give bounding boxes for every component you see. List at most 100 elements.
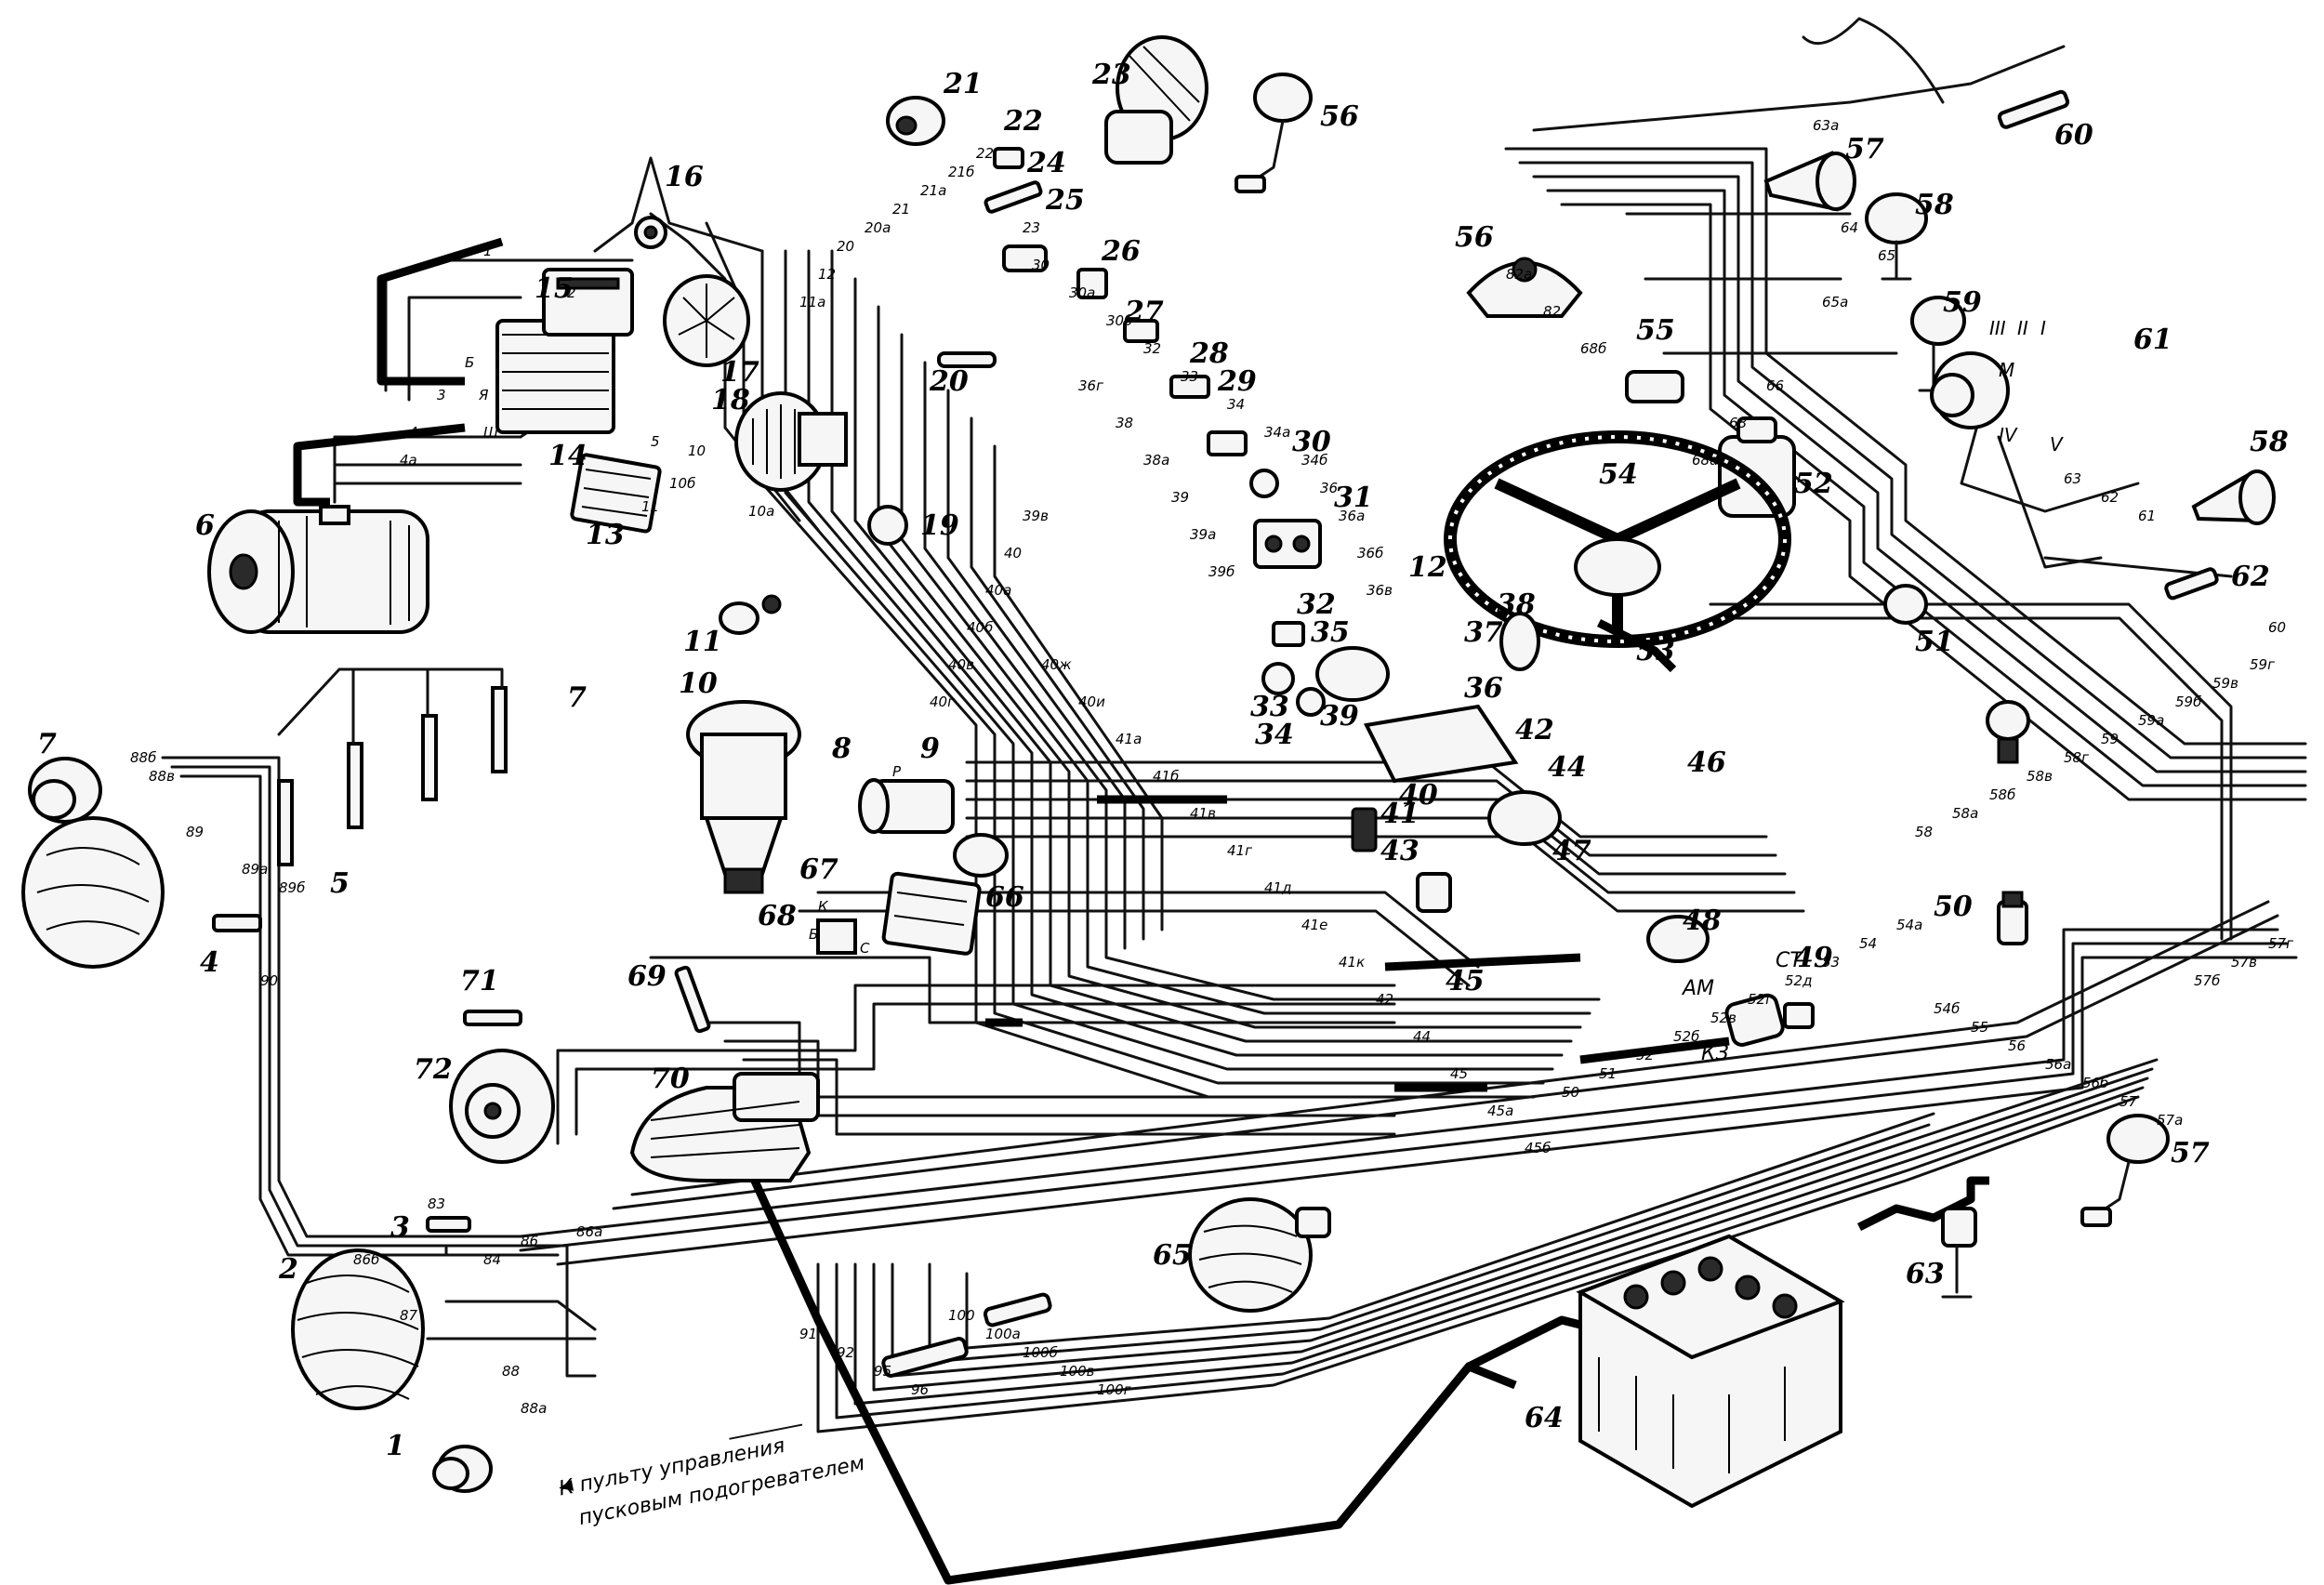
coil-9 bbox=[858, 778, 955, 834]
terminal-am-49: АМ bbox=[1681, 977, 1714, 1000]
switch-64 bbox=[1941, 1207, 1977, 1299]
wire-label: 88в bbox=[149, 768, 175, 785]
wire-label: 100б bbox=[1023, 1344, 1058, 1361]
callout-42: 42 bbox=[1515, 714, 1554, 746]
wire-label: 92 bbox=[837, 1344, 854, 1361]
wire-label: 41д bbox=[1264, 879, 1291, 896]
wire-label: 20а bbox=[865, 219, 891, 236]
wire-label: 10а bbox=[748, 503, 774, 520]
callout-31: 31 bbox=[1334, 482, 1373, 514]
wire-label: 54 bbox=[1859, 935, 1877, 952]
callout-1: 1 bbox=[386, 1430, 405, 1462]
wire-label: 58а bbox=[1952, 805, 1978, 822]
lamp-7-top bbox=[28, 757, 102, 824]
wire-label: 45 bbox=[1450, 1065, 1468, 1082]
callout-59: 58 bbox=[1915, 189, 1954, 221]
wire-label: 44 bbox=[1413, 1028, 1431, 1045]
wire-label: 34 bbox=[1227, 396, 1245, 413]
callout-12: 12 bbox=[1408, 551, 1447, 584]
switch-62 bbox=[1930, 351, 2010, 429]
wire-label: 68 bbox=[1729, 415, 1747, 431]
callout-17: 17 bbox=[720, 356, 759, 389]
switch-57-bottom bbox=[2080, 1114, 2170, 1227]
wire-label: 36г bbox=[1078, 377, 1103, 394]
callout-26: 26 bbox=[1101, 235, 1141, 268]
callout-5: 5 bbox=[330, 867, 350, 900]
sensor-33 bbox=[1261, 662, 1295, 695]
lamp-58-right bbox=[2191, 469, 2276, 525]
callout-51: 51 bbox=[1915, 626, 1954, 658]
wire-label: 88а bbox=[521, 1400, 547, 1417]
switch-30 bbox=[1249, 469, 1279, 498]
wire-label: 52 bbox=[1636, 1047, 1654, 1063]
box-13 bbox=[570, 453, 662, 534]
callout-45: 45 bbox=[1446, 965, 1485, 997]
sensor-59 bbox=[1865, 192, 1928, 281]
box-68 bbox=[881, 871, 982, 956]
wire-label: 62 bbox=[2101, 489, 2119, 506]
callout-58a: 57 bbox=[1845, 133, 1884, 165]
wire-label: 40 bbox=[1004, 545, 1022, 561]
wire-label: 40в bbox=[948, 656, 974, 673]
wire-label: 10 bbox=[688, 442, 706, 459]
callout-14: 14 bbox=[548, 440, 588, 472]
wire-label: 41г bbox=[1227, 842, 1252, 859]
wire-label: 57г bbox=[2268, 935, 2293, 952]
callout-11: 11 bbox=[683, 626, 722, 658]
wire-label: 34б bbox=[1301, 452, 1327, 469]
wire-label: 84 bbox=[483, 1251, 501, 1268]
wire-label: 57в bbox=[2231, 954, 2257, 971]
callout-28: 28 bbox=[1189, 337, 1229, 370]
switch-25 bbox=[1002, 244, 1048, 272]
connector-92 bbox=[881, 1337, 969, 1378]
callout-71: 70 bbox=[651, 1063, 690, 1095]
wire-label: 86б bbox=[353, 1251, 379, 1268]
wire-label: 57 bbox=[2119, 1093, 2138, 1110]
wire-label: 59г bbox=[2250, 656, 2275, 673]
wire-label: 55 bbox=[1971, 1019, 1988, 1036]
sensor-63 bbox=[2164, 567, 2219, 601]
callout-9: 9 bbox=[920, 733, 940, 765]
wire-label: 45а bbox=[1487, 1103, 1513, 1119]
callout-20: 20 bbox=[929, 365, 969, 398]
callout-61: 60 bbox=[2054, 119, 2093, 152]
panel-31 bbox=[1253, 519, 1322, 569]
wire-label: 36в bbox=[1367, 582, 1393, 599]
switch-100a bbox=[1883, 584, 1928, 625]
wire-label: 88б bbox=[130, 749, 156, 766]
wire-label: 58 bbox=[1915, 824, 1933, 840]
callout-65: 64 bbox=[1525, 1402, 1564, 1434]
switch-51 bbox=[1986, 700, 2030, 764]
wire-label: 1 bbox=[483, 243, 493, 259]
wire-label: 63а bbox=[1813, 117, 1839, 134]
terminal-b-14: Б bbox=[465, 354, 474, 371]
wire-label: 58б bbox=[1989, 786, 2015, 803]
wire-label: 11 bbox=[641, 498, 659, 515]
callout-49: 49 bbox=[1794, 942, 1833, 974]
switch-16 bbox=[634, 216, 667, 249]
callout-13: 13 bbox=[586, 519, 625, 551]
wire-label: 86 bbox=[521, 1233, 538, 1249]
wire-label: 83 bbox=[428, 1195, 445, 1212]
callout-22: 22 bbox=[1003, 105, 1043, 138]
wire-label: 40и bbox=[1078, 693, 1105, 710]
callout-37: 37 bbox=[1464, 616, 1503, 649]
switch-41 bbox=[1351, 807, 1378, 852]
dome-56 bbox=[1466, 257, 1583, 318]
relay-69 bbox=[816, 918, 857, 955]
wire-label: 41е bbox=[1301, 917, 1327, 933]
pump-73 bbox=[449, 1049, 555, 1164]
callout-16: 16 bbox=[665, 161, 704, 193]
wire-label: 41к bbox=[1339, 954, 1365, 971]
battery-65 bbox=[1576, 1234, 1845, 1509]
callout-41: 41 bbox=[1380, 798, 1419, 830]
gauge-35 bbox=[1315, 646, 1390, 702]
wire-label: 54а bbox=[1896, 917, 1922, 933]
wire-label: 36б bbox=[1357, 545, 1383, 561]
callout-72: 71 bbox=[460, 965, 499, 997]
switch-27 bbox=[1123, 319, 1159, 343]
wire-label: 40г bbox=[930, 693, 955, 710]
wire-label: 88 bbox=[502, 1363, 520, 1380]
wire-label: 59в bbox=[2212, 675, 2238, 692]
heavy-power-cables bbox=[293, 237, 1989, 1585]
